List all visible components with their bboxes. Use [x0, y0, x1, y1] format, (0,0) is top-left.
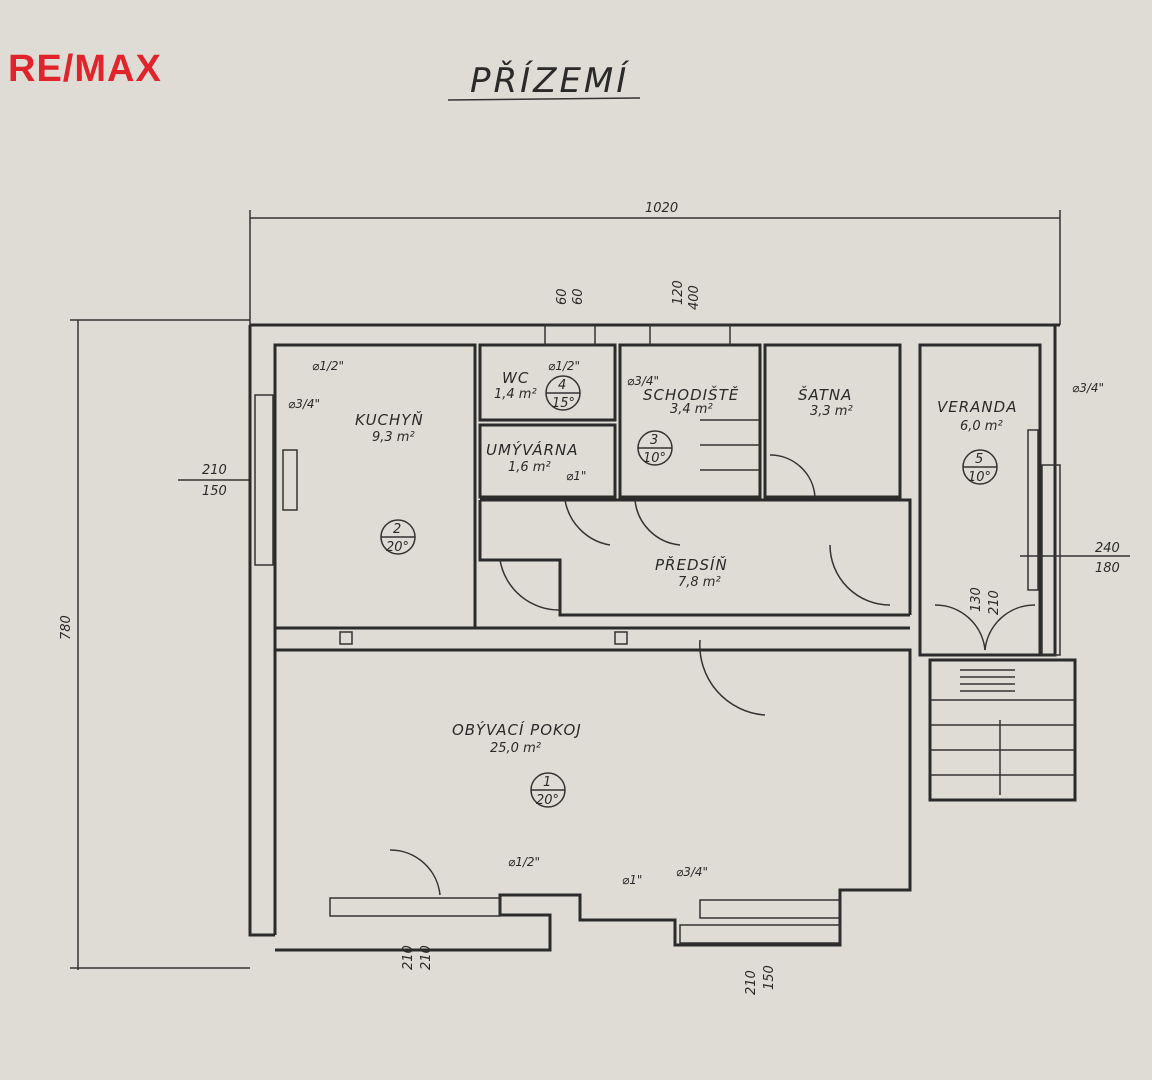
svg-text:20°: 20° — [386, 540, 409, 555]
svg-text:4: 4 — [558, 378, 566, 393]
svg-text:25,0 m²: 25,0 m² — [490, 741, 541, 756]
svg-text:PŘEDSÍŇ: PŘEDSÍŇ — [655, 555, 728, 574]
svg-text:10°: 10° — [643, 451, 666, 466]
dim-stair-window-a: 120 — [671, 280, 686, 305]
svg-text:15°: 15° — [552, 396, 575, 411]
pipe-label: ⌀1" — [622, 873, 642, 887]
room-washroom: UMÝVÁRNA 1,6 m² — [486, 440, 579, 475]
dim-living-door-a: 210 — [401, 945, 416, 970]
room-kitchen: KUCHYŇ 9,3 m² 2 20° — [355, 410, 424, 555]
pipe-label: ⌀3/4" — [676, 865, 708, 879]
pipe-label: ⌀1/2" — [548, 359, 580, 373]
dim-veranda-window-a: 240 — [1095, 541, 1120, 556]
svg-text:3,3 m²: 3,3 m² — [810, 404, 853, 419]
dim-depth: 780 — [59, 615, 74, 640]
svg-text:3: 3 — [650, 433, 658, 448]
pipe-label: ⌀1/2" — [312, 359, 344, 373]
svg-text:ŠATNA: ŠATNA — [798, 385, 852, 404]
svg-text:KUCHYŇ: KUCHYŇ — [355, 410, 424, 429]
room-wardrobe: ŠATNA 3,3 m² — [798, 385, 853, 419]
svg-text:1,4 m²: 1,4 m² — [494, 387, 537, 402]
dim-wc-window-a: 60 — [555, 288, 570, 305]
dim-width: 1020 — [645, 201, 678, 216]
svg-text:SCHODIŠTĚ: SCHODIŠTĚ — [643, 385, 739, 404]
svg-text:2: 2 — [393, 522, 401, 537]
dim-veranda-door-a: 130 — [969, 587, 984, 612]
room-living: OBÝVACÍ POKOJ 25,0 m² 1 20° — [452, 720, 582, 808]
dim-kitchen-window-b: 150 — [202, 484, 227, 499]
svg-text:7,8 m²: 7,8 m² — [678, 575, 721, 590]
svg-text:20°: 20° — [536, 793, 559, 808]
dim-living-door-b: 210 — [419, 945, 434, 970]
svg-text:VERANDA: VERANDA — [937, 398, 1017, 416]
svg-text:1: 1 — [543, 775, 551, 790]
room-stairs: SCHODIŠTĚ 3,4 m² 3 10° — [637, 385, 739, 466]
room-hall: PŘEDSÍŇ 7,8 m² — [655, 555, 728, 590]
plan-title: PŘÍZEMÍ — [470, 60, 630, 101]
pipe-label: ⌀3/4" — [627, 374, 659, 388]
dim-stair-window-b: 400 — [687, 285, 702, 310]
svg-text:10°: 10° — [968, 470, 991, 485]
dim-living-window-b: 150 — [762, 965, 777, 990]
svg-text:1,6 m²: 1,6 m² — [508, 460, 551, 475]
dim-living-window-a: 210 — [744, 970, 759, 995]
dim-kitchen-window-a: 210 — [202, 463, 227, 478]
remax-logo: RE/MAX — [8, 48, 162, 90]
svg-text:WC: WC — [502, 369, 529, 387]
svg-text:9,3 m²: 9,3 m² — [372, 430, 415, 445]
svg-text:5: 5 — [975, 452, 983, 467]
room-veranda: VERANDA 6,0 m² 5 10° — [937, 398, 1017, 485]
pipe-label: ⌀1/2" — [508, 855, 540, 869]
pipe-label: ⌀3/4" — [288, 397, 320, 411]
svg-text:3,4 m²: 3,4 m² — [670, 402, 713, 417]
pipe-label: ⌀1" — [566, 469, 586, 483]
dim-wc-window-b: 60 — [571, 288, 586, 305]
dim-veranda-window-b: 180 — [1095, 561, 1120, 576]
room-wc: WC 1,4 m² 4 15° — [494, 369, 581, 411]
pipe-label: ⌀3/4" — [1072, 381, 1104, 395]
dim-veranda-door-b: 210 — [987, 590, 1002, 615]
svg-text:UMÝVÁRNA: UMÝVÁRNA — [486, 440, 579, 459]
svg-text:OBÝVACÍ POKOJ: OBÝVACÍ POKOJ — [452, 720, 582, 739]
svg-text:6,0 m²: 6,0 m² — [960, 419, 1003, 434]
